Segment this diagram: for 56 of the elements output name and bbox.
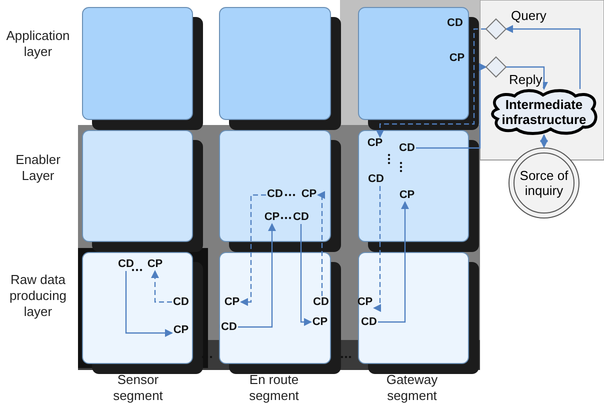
endpoint-label: CP (223, 296, 241, 309)
endpoint-label: CP (300, 188, 318, 201)
endpoint-label: CP (398, 189, 416, 202)
endpoint-label: CD (117, 258, 135, 271)
edge-label: Reply (508, 72, 544, 87)
arrow (373, 186, 381, 312)
endpoint-label: CP (263, 211, 281, 224)
endpoint-label: CD (398, 142, 416, 155)
column-label: Sensor segment (112, 372, 164, 404)
arrow (378, 201, 409, 323)
endpoint-label: CP (146, 258, 164, 271)
layer-segment-box (82, 7, 193, 120)
column-label: Gateway segment (385, 372, 439, 404)
layer-segment-box (219, 130, 331, 242)
node-label: Sorce of inquiry (518, 168, 570, 198)
layer-segment-box (219, 252, 331, 364)
layer-segment-box (219, 7, 331, 120)
arrow (506, 66, 548, 90)
cloud-shape (488, 89, 600, 135)
endpoint-label: CD (312, 296, 330, 309)
endpoint-label: CD (367, 173, 385, 186)
endpoint-label: CD (266, 188, 284, 201)
row-label: Enabler Layer (14, 152, 62, 184)
endpoint-label: CP (172, 324, 190, 337)
arrow (238, 223, 276, 328)
endpoint-label: CD (446, 17, 464, 30)
row-label: Application layer (5, 28, 71, 60)
arrow (416, 63, 487, 149)
cloud-label: Intermediate infrastructure (500, 97, 588, 127)
endpoint-label: CD (172, 296, 190, 309)
layer-segment-box (358, 130, 469, 242)
arrow (240, 194, 266, 306)
endpoint-label: CP (356, 296, 374, 309)
arrow (376, 28, 486, 138)
arrow (151, 270, 172, 303)
layer-segment-box (358, 252, 469, 364)
endpoint-label: CP (366, 137, 384, 150)
endpoint-label: CP (311, 316, 329, 329)
endpoint-label: CP (448, 52, 466, 65)
arrow (317, 191, 325, 296)
column-label: En route segment (248, 372, 300, 404)
decision-diamond (486, 57, 506, 77)
edge-label: Query (510, 8, 548, 23)
arrow (125, 271, 173, 337)
endpoint-label: CD (292, 211, 310, 224)
arrow (505, 25, 581, 89)
decision-diamond (486, 19, 506, 39)
endpoint-label: CD (360, 316, 378, 329)
arrow (540, 134, 548, 148)
layer-segment-box (358, 7, 469, 120)
double-circle (508, 147, 580, 219)
layer-segment-box (82, 252, 193, 364)
layer-segment-box (82, 130, 193, 242)
arrow (300, 224, 312, 326)
row-label: Raw data producing layer (8, 272, 68, 320)
endpoint-label: CD (220, 321, 238, 334)
